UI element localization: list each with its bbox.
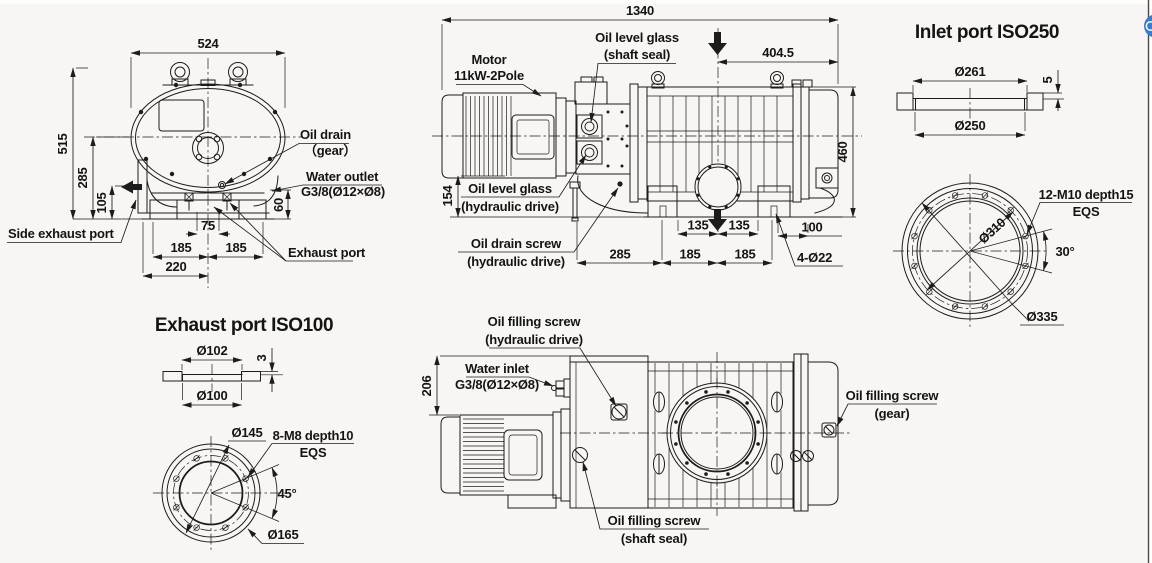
label-water-outlet-2: G3/8(Ø12×Ø8)	[301, 184, 385, 199]
label-ofs-hyd: Oil filling screw	[488, 314, 582, 329]
dim-5: 5	[1040, 76, 1055, 83]
dim-102: Ø102	[196, 343, 227, 358]
dim-185-left: 185	[170, 240, 191, 255]
dim-261: Ø261	[954, 64, 985, 79]
dim-145: Ø145	[231, 425, 262, 440]
oil-fill-screw-gear	[823, 424, 835, 436]
dim-45deg: 45°	[277, 486, 296, 501]
exhaust-port-title: Exhaust port ISO100	[155, 315, 333, 336]
dim-75: 75	[201, 218, 215, 233]
dim-100: 100	[801, 220, 822, 235]
dim-404-5: 404.5	[762, 45, 794, 60]
dim-60: 60	[271, 198, 286, 212]
dim-165: Ø165	[267, 527, 298, 542]
inlet-flange-face: Ø310 30° 12-M10 depth15 EQS Ø335	[893, 174, 1134, 328]
top-view: 206 Oil filling screw (hydraulic drive) …	[419, 314, 940, 546]
label-inlet-bolts: 12-M10 depth15	[1039, 187, 1134, 202]
dim-524: 524	[197, 36, 219, 51]
label-olg-hyd-2: (hydraulic drive)	[461, 199, 559, 214]
exhaust-port-section: Exhaust port ISO100 Ø102 Ø100 3	[155, 315, 334, 408]
label-ofs-shaft-2: (shaft seal)	[621, 531, 687, 546]
shaft-sight-glass	[192, 132, 224, 164]
label-ofs-shaft: Oil filling screw	[608, 513, 702, 528]
casing-outline	[130, 83, 286, 193]
end-cover	[808, 89, 839, 199]
dim-185-a: 185	[679, 247, 700, 262]
oil-drain-screw	[617, 181, 623, 187]
name-plate	[158, 99, 205, 132]
dim-3: 3	[254, 354, 269, 361]
terminal-box-top	[503, 429, 543, 481]
dim-285: 285	[75, 167, 90, 188]
oil-fill-screw-shaft-seal	[572, 447, 588, 463]
dim-154: 154	[440, 184, 455, 206]
dim-135-l: 135	[687, 218, 708, 233]
dim-105: 105	[94, 192, 109, 213]
motor-fan-cover	[441, 94, 464, 179]
inlet-flow-arrow-icon	[708, 32, 727, 55]
inlet-flange-top	[662, 378, 772, 488]
sight-glass-hydraulic	[581, 144, 598, 161]
top-edge	[0, 0, 1152, 4]
side-exhaust-arrow-icon	[121, 180, 142, 194]
dim-206: 206	[419, 375, 434, 396]
label-oil-drain-screw-2: (hydraulic drive)	[467, 254, 565, 269]
label-water-inlet-2: G3/8(Ø12×Ø8)	[455, 377, 539, 392]
label-olg-hyd: Oil level glass	[468, 181, 552, 196]
motor-fan-cover-top	[440, 416, 461, 494]
label-olg-shaft-2: (shaft seal)	[604, 47, 670, 62]
oil-pipe-right	[814, 187, 835, 214]
oil-drain-plug	[218, 181, 226, 189]
exhaust-flange-face: Ø145 8-M8 depth10 EQS 45° Ø165	[153, 425, 354, 552]
label-ofs-gear: Oil filling screw	[846, 388, 940, 403]
dim-335: Ø335	[1026, 309, 1057, 324]
label-motor: Motor	[471, 52, 506, 67]
water-inlet-fitting	[551, 385, 557, 391]
label-water-outlet: Water outlet	[306, 169, 379, 184]
label-inlet-bolts-eqs: EQS	[1073, 204, 1100, 219]
exhaust-flow-arrow-icon	[708, 209, 727, 231]
label-oil-drain-2: （gear）	[304, 143, 356, 158]
dim-185-right: 185	[225, 240, 246, 255]
floating-button-glyph-icon	[1145, 21, 1152, 31]
inlet-port-title: Inlet port ISO250	[915, 22, 1059, 43]
label-4-holes: 4-Ø22	[797, 250, 832, 265]
dim-100-port: Ø100	[196, 388, 227, 403]
label-exhaust-bolts-eqs: EQS	[300, 445, 327, 460]
exhaust-flange-circle	[694, 163, 742, 211]
dim-135-r: 135	[728, 218, 749, 233]
dim-220: 220	[165, 259, 186, 274]
gearbox-bolts	[606, 110, 629, 168]
right-gutter	[1149, 0, 1152, 563]
dim-30deg: 30°	[1055, 244, 1074, 259]
bolt-circle	[912, 193, 1028, 309]
label-oil-drain: Oil drain	[300, 127, 351, 142]
motor-terminal-box	[511, 114, 555, 160]
label-olg-shaft: Oil level glass	[595, 30, 679, 45]
dim-285-side: 285	[609, 247, 630, 262]
label-motor-spec: 11kW-2Pole	[454, 68, 524, 83]
dim-460: 460	[835, 141, 850, 162]
dim-250: Ø250	[954, 118, 985, 133]
dim-1340: 1340	[626, 3, 654, 18]
dim-185-b: 185	[734, 247, 755, 262]
end-cover-top	[807, 361, 839, 506]
oil-fill-screw-hydraulic	[611, 404, 627, 420]
clamp-lugs	[652, 391, 784, 475]
floating-action-button[interactable]	[1144, 15, 1152, 38]
label-water-inlet: Water inlet	[465, 361, 530, 376]
holddown-bolts	[184, 192, 232, 211]
label-ofs-hyd-2: (hydraulic drive)	[485, 332, 583, 347]
label-oil-drain-screw: Oil drain screw	[471, 236, 562, 251]
label-ofs-gear-2: (gear)	[875, 406, 910, 421]
label-side-exhaust-port: Side exhaust port	[8, 226, 115, 241]
label-exhaust-port: Exhaust port	[288, 245, 366, 260]
label-exhaust-bolts: 8-M8 depth10	[273, 428, 354, 443]
dim-515: 515	[55, 133, 70, 154]
inlet-port-section: Inlet port ISO250 Ø261 Ø250 5	[896, 22, 1064, 138]
front-view: 524 515 285 105 60 75 185 185 220 Oil dr…	[7, 36, 385, 288]
side-view: 1340 404.5 460 154 135 135 100 285 185 1…	[432, 3, 862, 269]
pump-body-top	[647, 361, 794, 509]
